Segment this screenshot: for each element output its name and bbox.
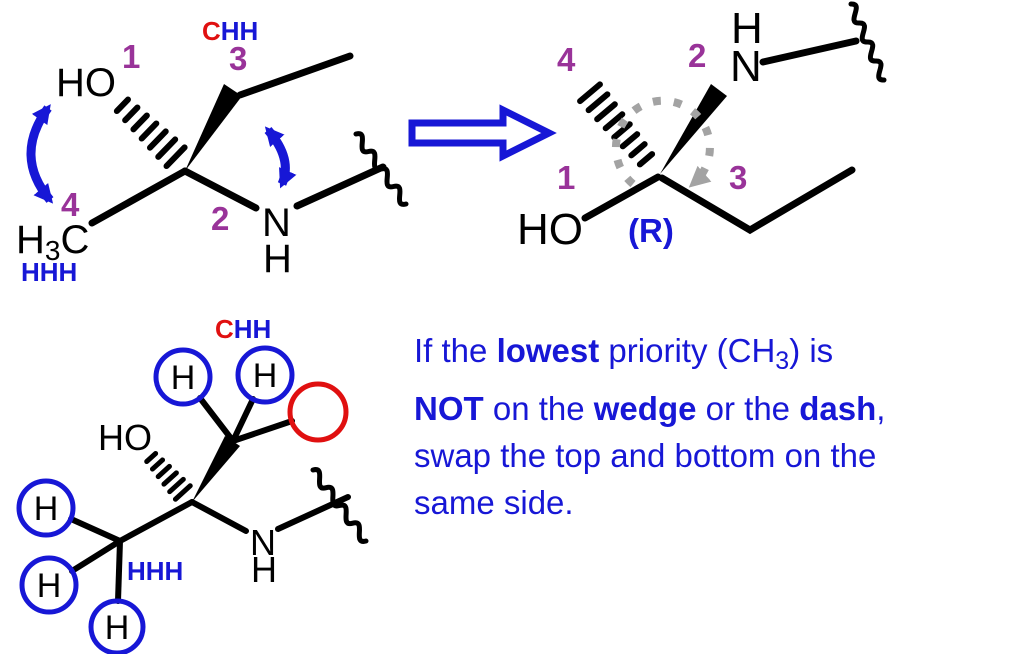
- priority-3: 3: [229, 40, 247, 77]
- amine-n-label: N: [730, 42, 762, 91]
- bond-ch2-h2: [230, 396, 256, 444]
- bond-ethyl: [658, 166, 856, 235]
- priority-2: 2: [688, 37, 706, 74]
- hydroxyl-label: HO: [517, 205, 583, 254]
- priority-2: 2: [211, 200, 229, 237]
- circled-h-label: H: [105, 609, 130, 647]
- h-circle-5: [88, 598, 146, 654]
- h-circle-2: [235, 345, 295, 405]
- hhh-label: HHH: [21, 257, 77, 287]
- bond-c-n: [189, 499, 249, 534]
- wedge-bond-ch2: [192, 436, 240, 502]
- h-circle-3: [16, 478, 76, 538]
- structure-top-left: HO 1 CHH 3 4 H3C HHH 2 N H: [16, 16, 409, 287]
- truncation-squiggle: [310, 467, 369, 544]
- circled-h-label: H: [171, 359, 196, 397]
- priority-3: 3: [729, 159, 747, 196]
- bond-ch2-h1: [197, 395, 236, 444]
- circled-h-label: H: [34, 490, 59, 528]
- ch2-label: CHH: [202, 16, 258, 46]
- wedge-bond-ch2: [185, 84, 242, 171]
- empty-red-circle: [287, 381, 349, 443]
- wedge-bond-n: [660, 84, 727, 174]
- bond-n-r: [759, 37, 860, 66]
- dash-bond-methyl: [577, 81, 656, 168]
- priority-4: 4: [61, 186, 80, 223]
- bond-methyl-h3: [115, 538, 123, 604]
- implies-arrow: [408, 104, 557, 162]
- dash-bond-oh: [144, 450, 193, 502]
- bond-ch2-ch3: [236, 52, 354, 99]
- bond-c-methyl: [88, 167, 189, 227]
- amine-h-label: H: [251, 549, 277, 590]
- h-circle-1: [153, 347, 213, 407]
- priority-1: 1: [557, 159, 575, 196]
- bond-n-r: [293, 163, 387, 210]
- amine-h-label: H: [263, 237, 292, 281]
- bond-c-n: [181, 167, 260, 212]
- bond-c-methyl: [117, 499, 195, 544]
- rotation-arrow: [611, 96, 714, 188]
- truncation-squiggle: [848, 1, 887, 83]
- priority-1: 1: [122, 38, 140, 75]
- r-config-label: (R): [628, 212, 674, 249]
- methyl-label: H3C: [16, 218, 89, 266]
- bond-methyl-h2: [69, 538, 123, 574]
- hhh-label: HHH: [127, 556, 183, 586]
- bond-n-r: [275, 494, 351, 532]
- priority-4: 4: [557, 41, 576, 78]
- hydroxyl-label: HO: [98, 417, 152, 458]
- bond-ch2-circle: [230, 418, 295, 444]
- ch2-label: CHH: [215, 314, 271, 344]
- structure-top-right: 4 2 H N 1 HO (R) 3: [517, 1, 887, 254]
- h-circle-4: [19, 555, 79, 615]
- structure-bottom-left: H H H H H CHH HO HHH N H: [16, 314, 369, 654]
- dash-bond-oh: [113, 96, 188, 170]
- amine-n-label: N: [262, 201, 291, 245]
- amine-h-label: H: [731, 4, 763, 53]
- amine-n-label: N: [250, 522, 276, 563]
- circled-h-label: H: [37, 567, 62, 605]
- truncation-squiggle: [353, 131, 409, 207]
- bond-methyl-h1: [68, 516, 123, 544]
- bond-o-c: [581, 173, 662, 222]
- swap-arrow-right: [264, 126, 297, 189]
- circled-h-label: H: [253, 357, 278, 395]
- hydroxyl-label: HO: [56, 61, 116, 105]
- swap-arrow-left: [26, 104, 54, 204]
